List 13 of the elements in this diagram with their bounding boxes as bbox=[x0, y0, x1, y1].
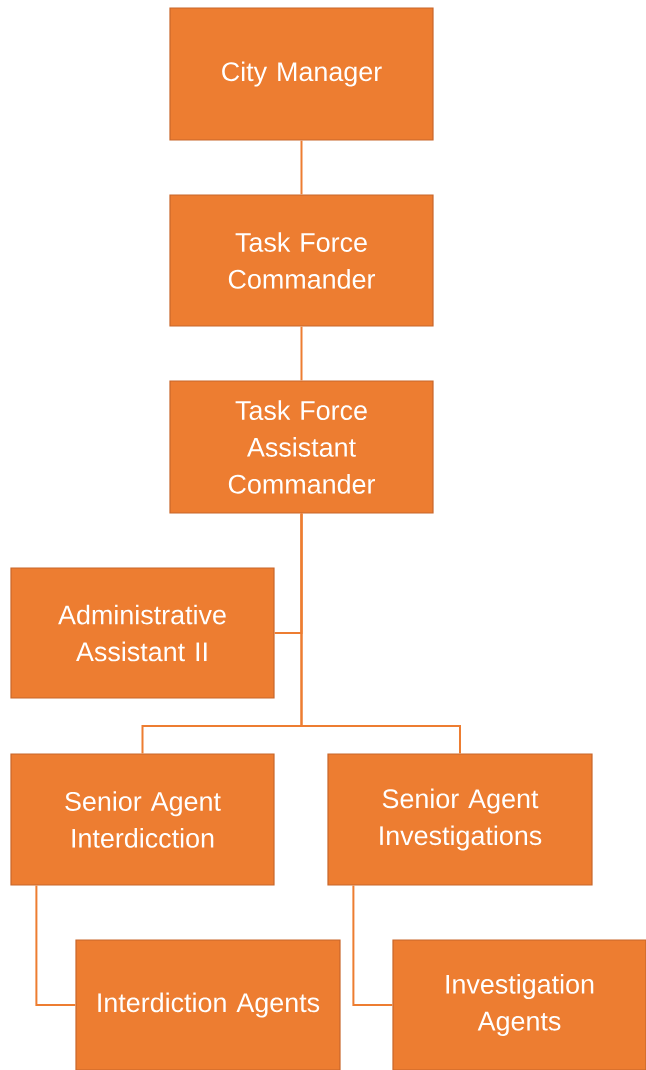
org-box: Interdiction Agents bbox=[75, 939, 341, 1070]
connector-line bbox=[300, 325, 303, 382]
org-box: Task Force Assistant Commander bbox=[169, 380, 434, 514]
connector-line bbox=[352, 884, 394, 1006]
org-box: City Manager bbox=[169, 7, 434, 141]
org-box: Administrative Assistant II bbox=[10, 567, 275, 699]
connector-line bbox=[35, 884, 77, 1006]
org-box: Task Force Commander bbox=[169, 194, 434, 327]
org-box: Senior Agent Investigations bbox=[327, 753, 593, 886]
org-box: Investigation Agents bbox=[392, 939, 646, 1070]
org-box: Senior Agent Interdicction bbox=[10, 753, 275, 886]
connector-line bbox=[300, 512, 461, 755]
connector-line bbox=[300, 139, 303, 196]
